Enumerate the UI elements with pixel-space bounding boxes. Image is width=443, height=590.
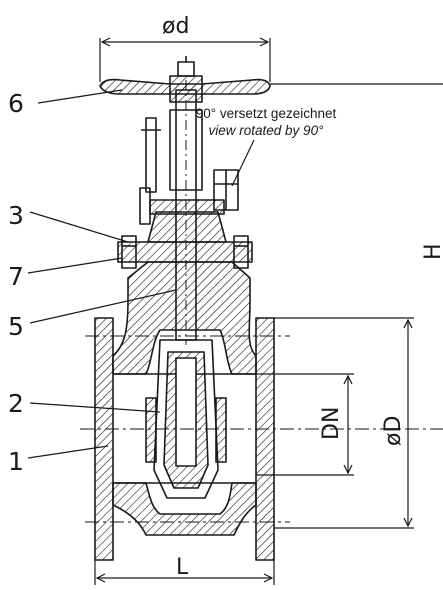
- part-number-6: 6: [8, 89, 24, 118]
- yoke-sleeve: [169, 109, 203, 191]
- part-number-1: 1: [8, 447, 24, 476]
- left-flange: [94, 317, 114, 561]
- rotation-note-de: 90° versetzt gezeichnet: [196, 106, 337, 121]
- note-leader: [231, 139, 255, 187]
- gland-bolt-left: [139, 187, 151, 225]
- left-seat-ring: [145, 397, 157, 463]
- length-label: L: [176, 555, 189, 580]
- leader-7: [27, 257, 123, 274]
- part-number-5: 5: [8, 312, 24, 341]
- upper-body-shell: [112, 261, 257, 375]
- right-seat-ring: [215, 397, 227, 463]
- gate-wedge: [153, 339, 219, 499]
- nominal-diameter-label: DN: [319, 407, 344, 440]
- height-label: H: [421, 243, 443, 260]
- part-number-7: 7: [8, 262, 24, 291]
- flange-diameter-label: øD: [381, 416, 406, 446]
- part-number-2: 2: [8, 389, 24, 418]
- part-number-3: 3: [8, 201, 24, 230]
- leader-3: [29, 211, 129, 243]
- leader-5: [29, 289, 177, 324]
- right-flange: [255, 317, 275, 561]
- rotation-note-en: view rotated by 90°: [209, 123, 325, 138]
- gland: [149, 199, 225, 215]
- bonnet-flange: [117, 241, 253, 263]
- leader-2: [29, 402, 161, 413]
- leader-6: [37, 89, 123, 104]
- wedge-core: [175, 357, 197, 467]
- gland-tie-rod: [145, 117, 157, 193]
- lower-body-shell: [112, 482, 257, 536]
- bolt-right: [233, 235, 249, 269]
- bonnet-neck: [147, 211, 227, 243]
- handwheel-diameter-label: ød: [162, 14, 189, 39]
- handwheel-hub: [169, 75, 203, 103]
- leader-1: [27, 445, 109, 459]
- bolt-left: [121, 235, 137, 269]
- handwheel-nut: [177, 61, 195, 77]
